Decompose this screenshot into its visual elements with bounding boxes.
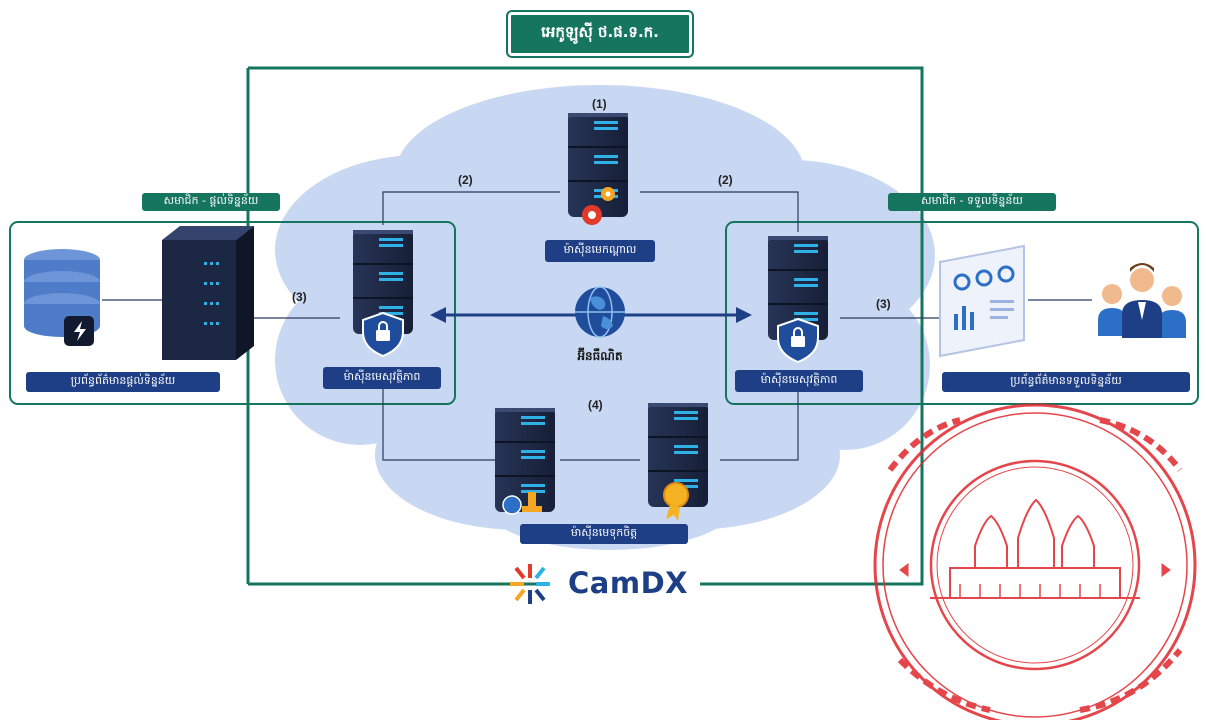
central-server-label: ម៉ាស៊ីនមេកណ្តាល xyxy=(545,240,655,262)
step-1-number: (1) xyxy=(592,97,607,111)
consumer-system-label: ប្រព័ន្ធព័ត៌មានទទួលទិន្នន័យ xyxy=(942,372,1190,392)
timestamp-server-icon xyxy=(494,407,556,513)
provider-member-label: សមាជិក - ផ្តល់ទិន្នន័យ xyxy=(142,193,280,211)
central-server-icon xyxy=(567,112,629,218)
camdx-wordmark: CamDX xyxy=(560,566,697,600)
provider-server-icon xyxy=(162,226,254,360)
timestamp-stamp-icon xyxy=(502,492,542,515)
certificate-badge-icon xyxy=(663,482,689,521)
provider-system-label: ប្រព័ន្ធព័ត៌មានផ្តល់ទិន្នន័យ xyxy=(26,372,220,392)
consumer-member-box xyxy=(725,221,1199,405)
globe-icon xyxy=(575,286,625,338)
camdx-frame xyxy=(248,66,924,586)
consumer-member-label: សមាជិក - ទទួលទិន្នន័យ xyxy=(888,193,1056,211)
gear-icon xyxy=(582,187,615,225)
connector-lines xyxy=(102,191,1092,461)
security-server-right-label: ម៉ាស៊ីនមេសុវត្ថិភាព xyxy=(735,370,863,392)
official-seal-stamp xyxy=(873,403,1197,720)
step-2-right-number: (2) xyxy=(718,173,733,187)
security-server-left-label: ម៉ាស៊ីនមេសុវត្ថិភាព xyxy=(323,367,441,389)
step-3-left-number: (3) xyxy=(292,290,307,304)
shield-lock-icon-left xyxy=(362,311,404,358)
step-4-number: (4) xyxy=(588,398,603,412)
internet-label: អ៊ីនធឺណិត xyxy=(577,349,623,363)
step-3-right-number: (3) xyxy=(876,297,891,311)
camdx-logo-icon xyxy=(510,564,550,604)
shield-lock-icon-right xyxy=(777,317,819,364)
database-icon xyxy=(24,249,100,346)
users-icon xyxy=(1098,263,1186,338)
dashboard-icon xyxy=(939,244,1025,358)
ecosystem-title: អេកូឡូស៊ី ថ.ផ.ទ.ក. xyxy=(508,12,692,56)
provider-member-box xyxy=(9,221,456,405)
trust-services-label: ម៉ាស៊ីនមេទុកចិត្ត xyxy=(520,524,688,544)
step-2-left-number: (2) xyxy=(458,173,473,187)
